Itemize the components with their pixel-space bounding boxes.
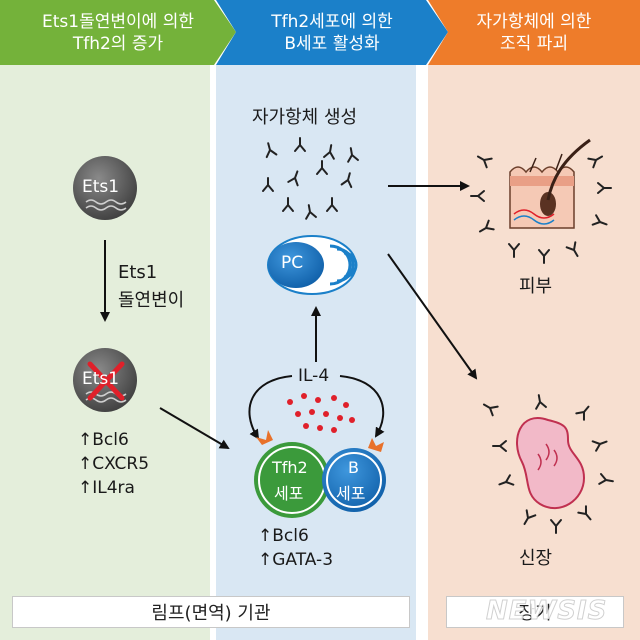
il4-arrow-right: [339, 375, 385, 438]
arrow-up-icon: ↑: [78, 454, 93, 474]
newsis-watermark: NEWSIS: [485, 596, 608, 627]
header-step1: Ets1돌연변이에 의한 Tfh2의 증가: [0, 0, 236, 65]
middle-marker-list: ↑Bcl6 ↑GATA-3: [258, 524, 333, 572]
ets1-to-tfh2-arrow: [159, 407, 230, 450]
header-step3-line2: 조직 파괴: [500, 33, 568, 54]
il4-cytokine-dots: [287, 393, 355, 433]
marker-il4ra: IL4ra: [92, 478, 135, 498]
arrow-up-icon: ↑: [258, 526, 273, 546]
to-kidney-arrow: [387, 253, 478, 380]
left-marker-item: ↑IL4ra: [78, 476, 149, 500]
b-cell: [322, 438, 386, 512]
organ-label: 장기: [518, 603, 552, 624]
header-step2-line2: B세포 활성화: [284, 33, 380, 54]
arrow-up-icon: ↑: [258, 550, 273, 570]
autoantibody-label: 자가항체 생성: [252, 107, 358, 128]
tfh2-label-line1: Tfh2: [272, 458, 308, 477]
ets1-mutated-label: Ets1: [82, 369, 120, 389]
lymph-organ-footer: 림프(면역) 기관: [12, 596, 410, 628]
lymph-organ-label: 림프(면역) 기관: [151, 603, 271, 624]
mutation-label-line2: 돌연변이: [118, 290, 185, 311]
plasma-cell: [267, 235, 358, 295]
b-label-line2: 세포: [336, 484, 366, 503]
mutation-label-line1: Ets1: [118, 262, 158, 283]
ets1-label: Ets1: [82, 177, 120, 197]
arrow-up-icon: ↑: [78, 478, 93, 498]
skin-label: 피부: [519, 276, 553, 297]
header-step3: 자가항체에 의한 조직 파괴: [428, 0, 640, 65]
arrow-up-icon: ↑: [78, 430, 93, 450]
tfh2-label-line2: 세포: [274, 484, 304, 503]
header-step1-line2: Tfh2의 증가: [72, 33, 164, 54]
ets1-gene-icon: [73, 156, 137, 220]
autoantibody-icons: [262, 137, 359, 220]
organ-footer: 장기: [446, 596, 624, 628]
left-marker-item: ↑Bcl6: [78, 428, 149, 452]
header-step1-line1: Ets1돌연변이에 의한: [42, 11, 194, 32]
mutation-x-icon: [87, 361, 125, 401]
kidney-organ-icon: [516, 417, 586, 510]
middle-marker-item: ↑Bcl6: [258, 524, 333, 548]
marker-cxcr5: CXCR5: [92, 454, 150, 474]
marker-bcl6: Bcl6: [92, 430, 129, 450]
il4-label: IL-4: [298, 366, 330, 386]
left-marker-item: ↑CXCR5: [78, 452, 149, 476]
marker-gata3: GATA-3: [272, 550, 334, 570]
header-step3-line1: 자가항체에 의한: [476, 11, 592, 32]
kidney-label: 신장: [519, 548, 553, 569]
header-step2: Tfh2세포에 의한 B세포 활성화: [216, 0, 448, 65]
header-step2-line1: Tfh2세포에 의한: [271, 11, 393, 32]
b-label-line1: B: [348, 458, 359, 477]
left-marker-list: ↑Bcl6 ↑CXCR5 ↑IL4ra: [78, 428, 149, 500]
marker-bcl6-tfh2: Bcl6: [272, 526, 309, 546]
il4-arrow-left: [248, 375, 293, 440]
pc-label: PC: [281, 253, 304, 273]
skin-tissue-icon: [509, 138, 591, 229]
middle-marker-item: ↑GATA-3: [258, 548, 333, 572]
